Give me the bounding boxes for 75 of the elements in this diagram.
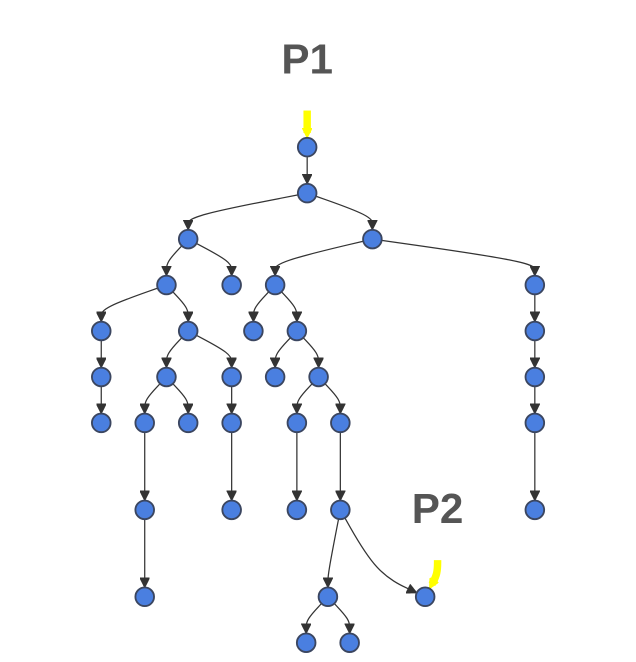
node-circle [524,500,546,520]
node-circle [414,586,436,608]
arrow [196,242,238,276]
arrow [96,340,107,368]
arrow [96,288,158,322]
arrow [270,240,364,276]
node-circle [330,412,351,434]
arrow [344,518,418,594]
arrow [281,291,302,322]
node-circle [318,586,338,608]
node-circle [90,320,112,342]
node-circle [524,366,546,388]
node-text: P2 [412,486,464,533]
arrow [96,386,107,414]
node-circle [134,500,155,520]
node-circle [178,320,198,342]
node-circle [296,632,316,653]
node-circle [134,586,155,608]
node-circle [221,366,242,388]
node-circle [362,228,383,250]
arrow [139,432,150,502]
node-circle [178,228,198,250]
node-circle [90,366,112,388]
node-circle [296,182,318,204]
node-circle [524,274,546,296]
arrow [334,432,346,502]
arrow [334,603,356,634]
arrow [529,340,540,368]
arrow [300,603,322,634]
node-circle [156,274,177,296]
node-text: P1 [281,36,333,84]
arrow [139,383,160,414]
arrow [529,294,540,322]
arrow [139,519,150,588]
arrow [381,240,540,276]
arrow [316,196,378,230]
arrow [291,383,313,414]
node-circle [243,320,264,342]
arrow [302,156,313,184]
node-circle [264,274,286,296]
arrow [160,245,182,276]
arrow [270,337,291,368]
node-circle [524,412,546,434]
node-circle [221,500,242,520]
node-circle [339,632,360,653]
node-circle [221,274,242,296]
arrow [160,337,182,368]
arrow [529,432,540,502]
arrow [226,386,238,414]
node-circle [286,320,308,342]
arrow [428,558,442,590]
arrow [172,383,194,414]
arrow [324,383,346,414]
arrow [248,291,270,322]
node-circle [296,136,318,158]
node-circle [178,412,198,434]
arrow [226,432,238,502]
node-circle [524,320,546,342]
arrow [302,109,313,138]
node-circle [308,366,329,388]
node-circle [264,366,286,388]
node-circle [330,500,351,520]
node-circle [286,412,308,434]
arrow [291,432,302,502]
arrow [196,334,238,368]
node-circle [90,412,112,434]
arrow [529,386,540,414]
node-circle [286,500,308,520]
node-circle [134,412,155,434]
arrow [172,291,194,322]
node-circle [156,366,177,388]
arrow [182,194,298,230]
arrow [322,518,340,588]
arrow [302,337,324,368]
node-circle [221,412,242,434]
